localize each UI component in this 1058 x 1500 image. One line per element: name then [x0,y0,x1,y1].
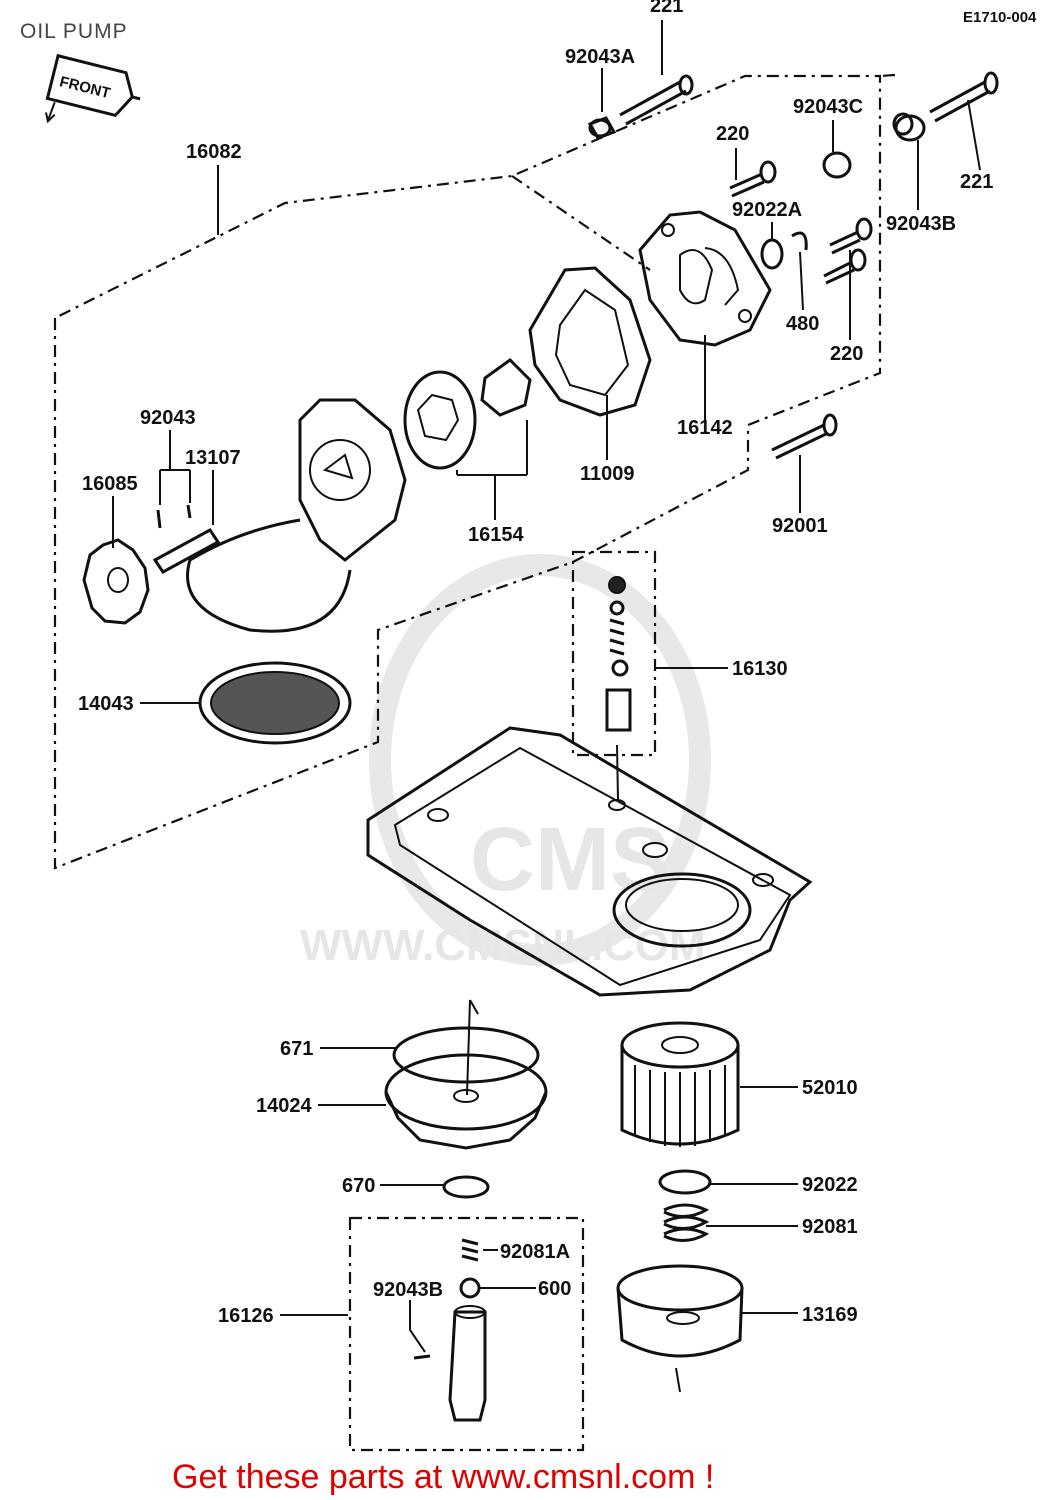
gasket-11009 [528,266,652,417]
bolt-220-lower-a [829,217,873,255]
dowel-92043C [822,151,852,179]
bolt-221-right [929,71,999,123]
part-label: 92043C [793,96,863,118]
pump-body [186,398,407,633]
watermark-url: WWW.CMSNL.COM [300,921,706,970]
rotors-16154 [403,358,532,470]
oil-pan [366,726,813,997]
part-label: 220 [716,123,749,145]
part-label: 92081A [500,1241,570,1263]
part-label: 92001 [772,515,828,537]
relief-valve-16130 [605,576,632,801]
bolt-221-top [619,74,694,126]
watermark-logo-text: CMS [470,810,670,910]
part-label: 670 [342,1175,375,1197]
part-label: 16082 [186,141,242,163]
bolt-92001 [771,413,838,460]
part-label: 14024 [256,1095,312,1117]
part-label: 220 [830,343,863,365]
part-label: 16085 [82,473,138,495]
clip-480 [791,231,808,251]
part-label: 52010 [802,1077,858,1099]
spring-92081 [663,1203,710,1242]
boundary-link-right [879,73,896,78]
part-label: 16142 [677,417,733,439]
shaft-13107 [152,528,221,574]
part-label: 16154 [468,524,524,546]
pins-92043 [156,504,192,529]
part-label: 92022A [732,199,802,221]
part-label: 16126 [218,1305,274,1327]
part-labels: 221 92043A 16082 220 92043C 221 92022A 9… [78,0,993,1327]
page-title: OIL PUMP [20,20,128,43]
bolt-220-lower-b [823,248,867,285]
part-label: 600 [538,1278,571,1300]
pump-cover-16142 [638,210,772,347]
cta-link[interactable]: Get these parts at www.cmsnl.com ! [172,1458,714,1496]
o-ring-670 [442,1175,490,1199]
bypass-valve-16126 [413,1238,487,1422]
leader-lines [112,20,981,1353]
part-label: 16130 [732,658,788,680]
part-label: 92022 [802,1174,858,1196]
relief-valve-box [571,550,657,757]
part-label: 221 [960,171,993,193]
cover-14024 [384,1053,548,1150]
assembly-boundary-upper [53,74,882,870]
part-label: 92043 [140,407,196,429]
part-label: 480 [786,313,819,335]
watermark: CMS WWW.CMSNL.COM [300,554,711,970]
washer-92022A [760,238,784,270]
part-label: 671 [280,1038,313,1060]
o-ring-671 [392,1026,540,1084]
filter-housing-13169 [616,1264,744,1358]
part-label: 221 [650,0,683,17]
part-label: 13107 [185,447,241,469]
front-arrow-icon: FRONT [44,53,141,124]
oil-filter-52010 [620,1021,740,1147]
bolt-220-top [729,160,777,198]
part-label: 13169 [802,1304,858,1326]
drawing-code: E1710-004 [963,9,1037,26]
dowel-92043A [587,116,617,140]
sprocket-16085 [82,538,150,625]
part-label: 92043A [565,46,635,68]
part-label: 92043B [373,1279,443,1301]
part-label: 92043B [886,213,956,235]
part-label: 92081 [802,1216,858,1238]
boundary-link [511,175,651,271]
part-label: 11009 [580,463,635,485]
part-label: 14043 [78,693,134,715]
dowel-92043B-top [892,112,926,142]
screen-14043 [198,661,352,745]
washer-92022 [658,1169,712,1195]
bypass-valve-box [348,1216,585,1452]
axis-line-left [466,999,471,1096]
